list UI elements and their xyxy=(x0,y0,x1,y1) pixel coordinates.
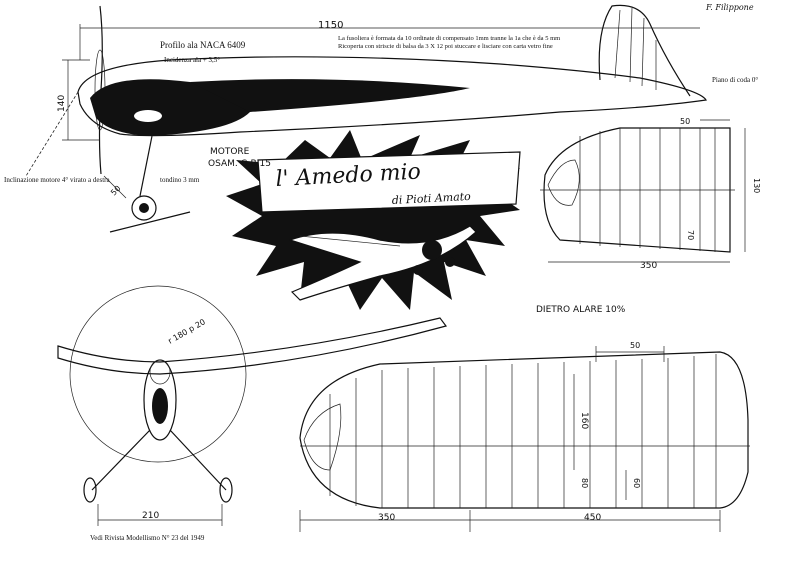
wing-inner-span-dimension: 350 xyxy=(378,513,395,523)
wheel-dimension: 50 xyxy=(109,184,123,198)
fuselage-side-view xyxy=(25,4,707,233)
wing-incidence-label: Incidenza ala + 3,5° xyxy=(164,56,220,64)
wing-plan-view xyxy=(299,346,750,532)
source-reference: Vedi Rivista Modellismo N° 23 del 1949 xyxy=(90,534,205,542)
stab-span-dimension: 350 xyxy=(640,261,657,271)
landing-gear-width-dimension: 210 xyxy=(142,511,159,521)
fuselage-note-covering: Ricoperta con striscie di balsa da 3 X 1… xyxy=(338,43,553,50)
stab-thickness-dimension: 70 xyxy=(686,230,695,240)
wing-rib-dimension-a: 80 xyxy=(580,478,589,488)
stab-chord-dimension: 130 xyxy=(752,178,761,193)
model-designer: di Pioti Amato xyxy=(391,190,471,207)
wing-profile-label: Profilo ala NACA 6409 xyxy=(160,40,246,50)
tailplane-label: Piano di coda 0° xyxy=(712,76,758,84)
wing-rib-dimension-b: 60 xyxy=(632,478,641,488)
title-splash-art xyxy=(226,130,521,310)
stab-tip-dimension: 50 xyxy=(680,117,690,126)
wing-tip-dimension: 50 xyxy=(630,341,640,350)
length-dimension: 1150 xyxy=(318,20,343,31)
wire-label: tondino 3 mm xyxy=(160,176,200,184)
wing-outer-span-dimension: 450 xyxy=(584,513,601,523)
engine-tilt-label: Inclinazione motore 4° virato a destra xyxy=(4,176,111,184)
wing-tip-radius-label: r 180 p 20 xyxy=(167,317,207,346)
fuselage-note-formers: La fusoliera è formata da 10 ordinate di… xyxy=(338,35,560,42)
wing-chord-dimension: 160 xyxy=(579,412,589,429)
height-dimension: 140 xyxy=(57,95,67,112)
stabilizer-plan-view xyxy=(540,119,746,263)
motor-label: MOTORE xyxy=(210,147,250,157)
signature: F. Filippone xyxy=(705,3,754,12)
dihedral-label: DIETRO ALARE 10% xyxy=(536,305,626,315)
motor-model-label: OSAM. G.B 15 xyxy=(208,159,271,169)
front-view xyxy=(57,285,448,526)
